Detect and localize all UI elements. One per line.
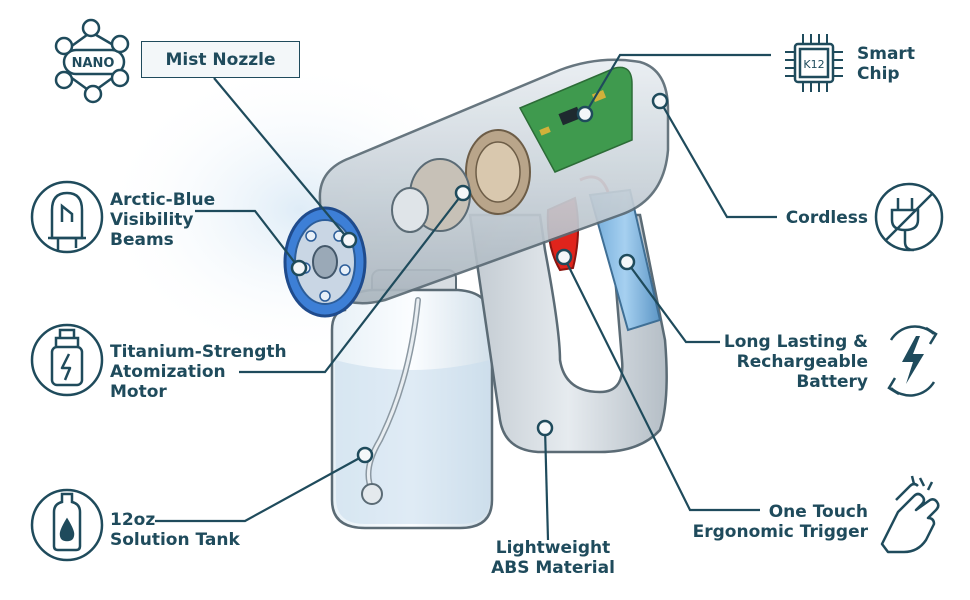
hotspot-beams [290, 259, 308, 277]
battery-label-line: Battery [796, 372, 868, 392]
leader-motor [239, 192, 464, 374]
no-plug-icon [874, 182, 944, 252]
solution-tank [330, 269, 494, 530]
tank-label-line: Solution Tank [110, 530, 240, 550]
hotspot-tank [356, 446, 374, 464]
leader-abs [543, 427, 550, 541]
bottle-drop-icon [30, 488, 104, 562]
chip-text: K12 [803, 58, 824, 71]
nano-molecule-icon: NANO [54, 18, 130, 104]
leader-mist-nozzle [213, 77, 350, 241]
beams-label-line: Arctic-Blue [110, 190, 216, 210]
leader-trigger [563, 256, 760, 512]
motor-label-line: Titanium-Strength [110, 342, 287, 362]
hotspot-motor [454, 184, 472, 202]
hotspot-trigger [555, 248, 573, 266]
hotspot-cordless [651, 92, 669, 110]
microchip-icon: K12 [785, 34, 843, 92]
leader-battery [626, 261, 720, 344]
battery-label: Long Lasting & Rechargeable Battery [700, 332, 868, 392]
motor-label-line: Motor [110, 382, 167, 402]
nano-text: NANO [72, 56, 115, 71]
motor-canister-icon [30, 323, 104, 397]
trigger-label-line: Ergonomic Trigger [692, 522, 868, 542]
smart-chip-label: Smart Chip [857, 44, 915, 84]
leader-cordless [659, 100, 777, 219]
beams-label-line: Visibility [110, 210, 194, 230]
hotspot-abs [536, 419, 554, 437]
hotspot-chip [576, 105, 594, 123]
beams-label: Arctic-Blue Visibility Beams [110, 190, 215, 250]
hotspot-markers [290, 92, 669, 464]
tank-label-line: 12oz [110, 510, 156, 530]
abs-label-line: ABS Material [491, 558, 615, 578]
battery-label-line: Long Lasting & [723, 332, 868, 352]
hotspot-battery [618, 253, 636, 271]
leader-beams [195, 209, 300, 269]
leader-tank [155, 454, 366, 523]
tank-label: 12oz Solution Tank [110, 510, 240, 550]
abs-label-line: Lightweight [495, 538, 611, 558]
chip-label-line: Chip [857, 64, 900, 84]
callout-leaders [155, 53, 777, 541]
beams-label-line: Beams [110, 230, 174, 250]
abs-material-label: Lightweight ABS Material [488, 538, 618, 578]
hotspot-nozzle [340, 231, 358, 249]
mist-nozzle-label: Mist Nozzle [141, 41, 300, 78]
charging-bolt-icon [887, 325, 938, 397]
trigger-label-line: One Touch [768, 502, 868, 522]
battery-label-line: Rechargeable [736, 352, 868, 372]
motor-label-line: Atomization [110, 362, 226, 382]
cordless-label: Cordless [785, 208, 868, 228]
chip-label-line: Smart [857, 44, 915, 64]
hand-press-icon [880, 475, 940, 554]
leader-chip [584, 53, 771, 115]
trigger-label: One Touch Ergonomic Trigger [680, 502, 868, 542]
led-bulb-icon [30, 180, 104, 254]
motor-label: Titanium-Strength Atomization Motor [110, 342, 287, 402]
